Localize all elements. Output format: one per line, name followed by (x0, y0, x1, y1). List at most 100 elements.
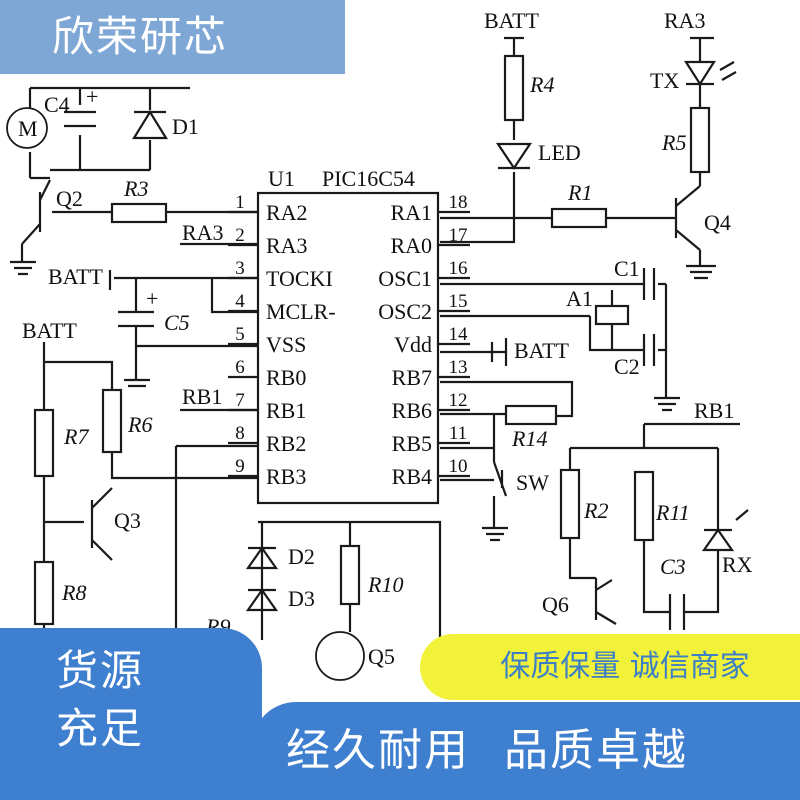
r10-resistor (339, 544, 361, 606)
r2-resistor (559, 468, 581, 540)
pin-name: RB5 (392, 431, 432, 456)
r2-label: R2 (583, 498, 608, 523)
r4-label: R4 (529, 72, 554, 97)
r14-resistor (504, 404, 558, 426)
motor-label: M (18, 116, 38, 141)
r7-resistor (33, 408, 55, 478)
pin-name: RB7 (392, 365, 432, 390)
c4-label: C4 (44, 92, 70, 117)
switch-circuit: R14 SW (440, 380, 574, 542)
tx-label: TX (650, 68, 679, 93)
rb1-right-label: RB1 (694, 398, 734, 423)
r4-resistor (503, 54, 525, 122)
sw-label: SW (516, 470, 549, 495)
r7-label: R7 (63, 424, 89, 449)
q2-transistor (10, 179, 112, 276)
pin-number: 3 (235, 258, 245, 279)
pin-name: RB1 (266, 398, 306, 423)
c5-label: C5 (164, 310, 190, 335)
c4-plus: + (86, 84, 98, 109)
pin-name: RA0 (390, 233, 432, 258)
tx-circuit: R1 Q4 R5 RA3 TX (440, 8, 737, 280)
d3-symbol (245, 588, 279, 612)
pin-number: 10 (449, 456, 468, 477)
batt-vdd-label: BATT (514, 338, 570, 363)
led-circuit: BATT R4 LED (440, 8, 581, 244)
led-symbol (495, 142, 533, 170)
ra3-top-label: RA3 (664, 8, 706, 33)
r1-label: R1 (567, 180, 592, 205)
pin-number: 12 (449, 390, 468, 411)
batt-c5-circuit: BATT + C5 (48, 264, 258, 388)
c2-label: C2 (614, 354, 640, 379)
pin-name: RB6 (392, 398, 432, 423)
d3-label: D3 (288, 586, 315, 611)
c1-label: C1 (614, 256, 640, 281)
stock-badge: 货源 充足 (0, 628, 262, 800)
stock-line-1: 货源 (56, 646, 145, 695)
pin-name: RA1 (390, 200, 432, 225)
r8-resistor (33, 560, 55, 626)
batt-top-label: BATT (484, 8, 540, 33)
quality-banner: 保质保量 诚信商家 (420, 634, 800, 700)
r14-label: R14 (511, 426, 547, 451)
durable-banner: 经久耐用 品质卓越 (252, 702, 800, 800)
q3-label: Q3 (114, 508, 141, 533)
ic-right-pins: 18RA117RA016OSC115OSC214Vdd13RB712RB611R… (378, 192, 470, 489)
pin-number: 17 (449, 225, 468, 246)
r3-resistor (110, 202, 168, 224)
q6-label: Q6 (542, 592, 569, 617)
pin-number: 11 (449, 423, 467, 444)
pin-number: 13 (449, 357, 468, 378)
pin-number: 9 (235, 456, 245, 477)
d2-label: D2 (288, 544, 315, 569)
pin-name: OSC1 (378, 266, 432, 291)
r8-label: R8 (61, 580, 86, 605)
stock-line-2: 充足 (56, 704, 145, 753)
pin-number: 14 (449, 324, 469, 345)
batt-left-label: BATT (48, 264, 104, 289)
led-label: LED (538, 140, 581, 165)
oscillator-circuit: C1 A1 C2 (440, 256, 680, 412)
r10-label: R10 (367, 572, 403, 597)
pin-name: MCLR- (266, 299, 336, 324)
pin-number: 15 (449, 291, 468, 312)
batt-r7-label: BATT (22, 318, 78, 343)
q5-transistor (315, 631, 365, 681)
pin-number: 8 (235, 423, 245, 444)
pin-number: 6 (235, 357, 245, 378)
pin-name: RB0 (266, 365, 306, 390)
pin-name: RB4 (392, 464, 432, 489)
pin-number: 2 (235, 225, 245, 246)
pin-name: RB3 (266, 464, 306, 489)
rb1-input-label: RB1 (182, 384, 222, 409)
r6-label: R6 (127, 412, 152, 437)
pin-number: 18 (449, 192, 468, 213)
q3-circuit: BATT R7 R6 Q3 R8 (22, 318, 258, 640)
pin-name: RB2 (266, 431, 306, 456)
tx-led-symbol (683, 60, 737, 87)
motor-circuit: M C4 + D1 Q2 R3 (6, 84, 258, 276)
a1-crystal (594, 304, 630, 326)
a1-label: A1 (566, 286, 593, 311)
brand-banner: 欣荣研芯 (0, 0, 345, 74)
q4-label: Q4 (704, 210, 731, 235)
pin-name: VSS (266, 332, 306, 357)
sw-switch (492, 461, 508, 497)
r11-label: R11 (655, 500, 690, 525)
r1-resistor (550, 207, 608, 229)
pin-name: OSC2 (378, 299, 432, 324)
ic-u1-ref: U1 (268, 166, 295, 191)
pin-number: 4 (235, 291, 245, 312)
d1-symbol (132, 109, 168, 140)
r3-label: R3 (123, 176, 148, 201)
pin-number: 16 (449, 258, 468, 279)
pin-name: Vdd (394, 332, 432, 357)
c5-plus: + (146, 286, 158, 311)
d1-label: D1 (172, 114, 199, 139)
pin-name: RA3 (266, 233, 308, 258)
r11-resistor (633, 470, 655, 542)
pin-number: 7 (235, 390, 245, 411)
